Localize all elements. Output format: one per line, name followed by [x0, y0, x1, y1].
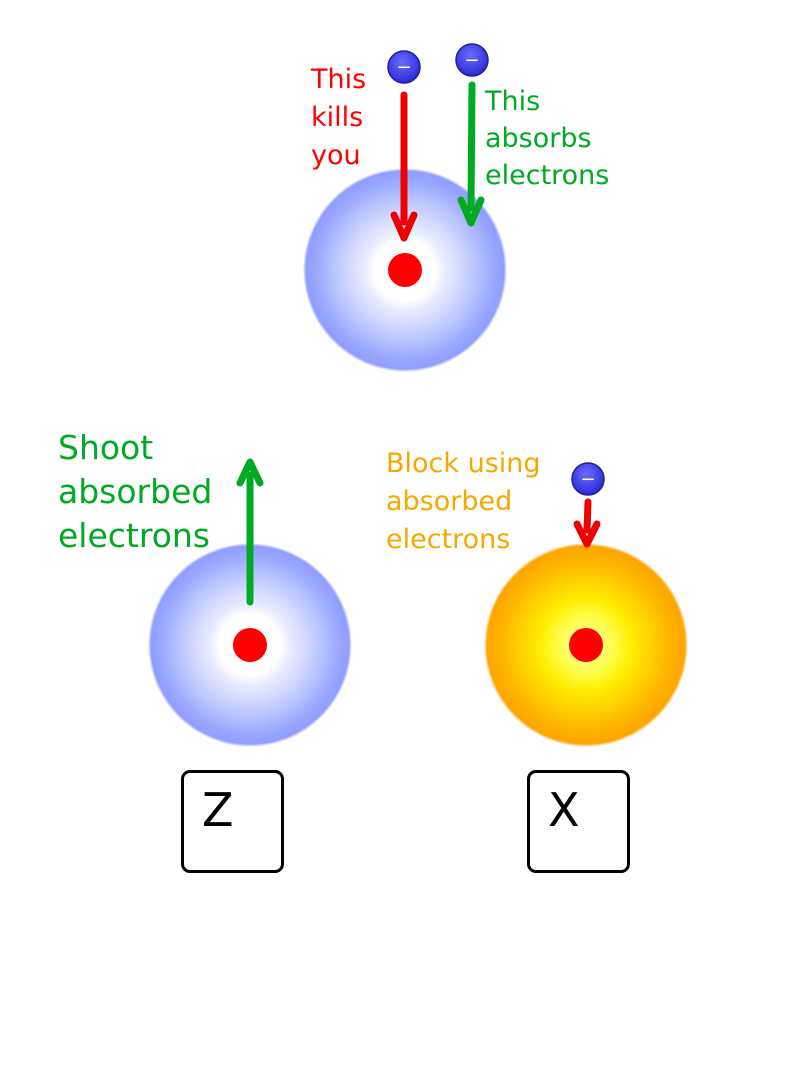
core-icon: [233, 628, 267, 662]
block-label: Block using absorbed electrons: [386, 448, 541, 555]
player-shoot: [148, 543, 352, 747]
block-arrow-icon: [573, 498, 601, 548]
shoot-label: Shoot absorbed electrons: [58, 428, 213, 555]
z-key-label: Z: [202, 783, 234, 837]
x-key: X: [527, 770, 630, 873]
electron-sign: −: [396, 57, 411, 78]
electron-icon: −: [571, 462, 605, 496]
electron-icon: −: [455, 43, 489, 77]
kill-arrow-icon: [390, 91, 418, 242]
electron-sign: −: [464, 50, 479, 71]
x-key-label: X: [548, 783, 580, 837]
electron-sign: −: [580, 469, 595, 490]
core-icon: [388, 253, 422, 287]
kill-label: This kills you: [311, 64, 367, 171]
absorb-label: This absorbs electrons: [485, 86, 610, 191]
shoot-arrow-icon: [236, 458, 264, 606]
z-key: Z: [181, 770, 284, 873]
electron-icon: −: [387, 50, 421, 84]
absorb-arrow-icon: [457, 81, 485, 227]
player-block: [484, 543, 688, 747]
player-top: [303, 168, 507, 372]
core-icon: [569, 628, 603, 662]
